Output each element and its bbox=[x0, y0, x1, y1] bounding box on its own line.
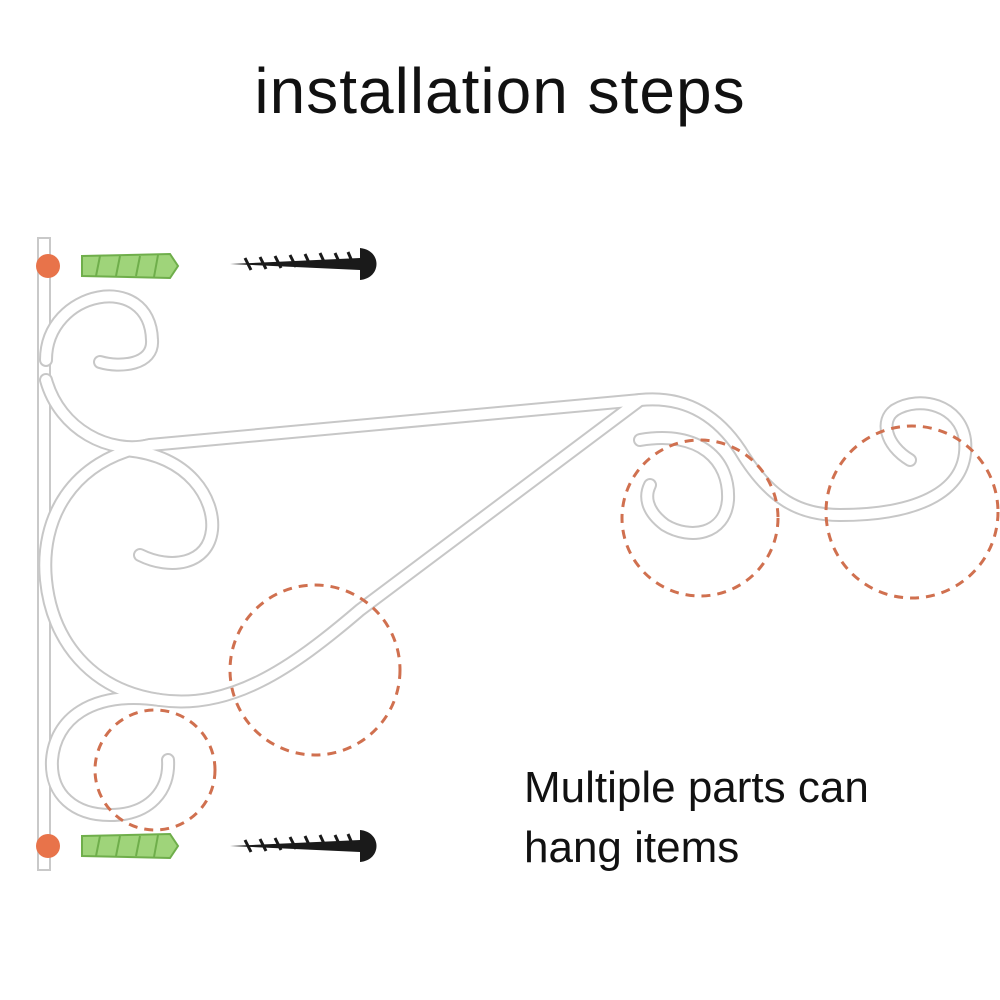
screw-icon bbox=[230, 830, 377, 862]
bottom-mount-set bbox=[36, 830, 377, 862]
caption-line-1: Multiple parts can bbox=[524, 763, 869, 812]
wall-mount-dot-icon bbox=[36, 834, 60, 858]
top-mount-set bbox=[36, 248, 377, 280]
bracket-frame bbox=[38, 289, 973, 822]
plastic-anchor-icon bbox=[81, 252, 180, 280]
plastic-anchor-icon bbox=[81, 832, 180, 860]
hanging-point-circle-icon bbox=[93, 708, 217, 832]
caption: Multiple parts can hang items bbox=[524, 758, 869, 878]
caption-line-2: hang items bbox=[524, 823, 740, 872]
hanging-point-circle-icon bbox=[824, 424, 1000, 600]
hanging-point-circle-icon bbox=[620, 438, 780, 598]
page-title: installation steps bbox=[254, 55, 746, 127]
screw-icon bbox=[230, 248, 377, 280]
hanging-points bbox=[93, 424, 1000, 832]
hanging-point-circle-icon bbox=[228, 583, 402, 757]
wall-mount-dot-icon bbox=[36, 254, 60, 278]
